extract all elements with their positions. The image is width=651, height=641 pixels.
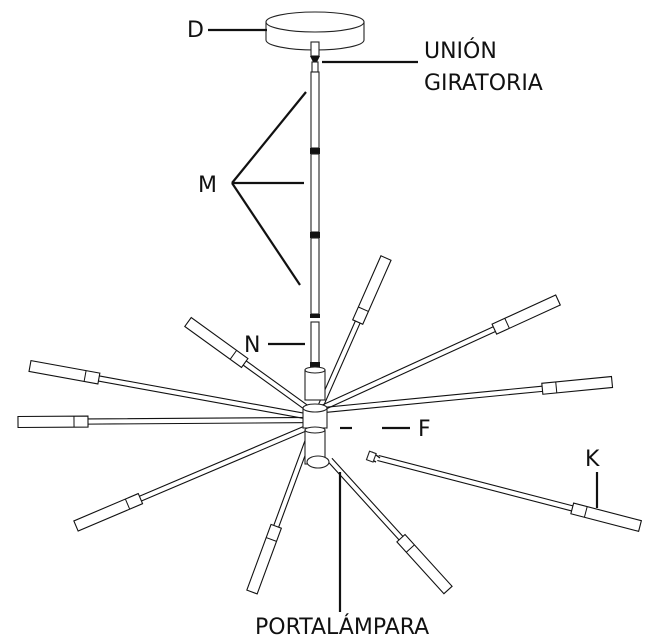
- lamp-head: [541, 375, 614, 395]
- lamp-collar: [504, 318, 510, 329]
- label-swivel-line1: UNIÓN: [424, 38, 497, 64]
- lamp-collar: [358, 306, 369, 312]
- lamp-arm: [320, 294, 562, 411]
- lamp-head: [351, 255, 392, 325]
- arm-tube: [139, 421, 318, 502]
- labels: D UNIÓN GIRATORIA M N F K PORTALÁMPARA: [187, 18, 600, 640]
- leader-lines: [208, 28, 599, 612]
- label-swivel-line2: GIRATORIA: [424, 71, 543, 96]
- lamp-head: [17, 415, 89, 429]
- arm-tube: [323, 385, 543, 414]
- lamp-collar: [555, 381, 558, 393]
- lamp-arm: [28, 359, 317, 422]
- lamp-arm: [377, 454, 643, 532]
- lamp-head: [570, 502, 643, 532]
- lamp-arm: [315, 255, 392, 414]
- swivel-joint: [310, 41, 320, 73]
- lamp-head: [73, 492, 144, 532]
- lamp-head: [28, 359, 101, 385]
- lamp-collar: [583, 506, 588, 518]
- label-f: F: [418, 417, 431, 442]
- label-m: M: [198, 173, 217, 198]
- arm-tube: [98, 375, 317, 422]
- central-hub: [302, 366, 330, 469]
- canopy: [265, 11, 365, 51]
- lamp-collar: [229, 350, 238, 360]
- lamp-arm: [327, 457, 453, 595]
- arm-tube: [377, 454, 574, 512]
- detached-arm-connector: [365, 450, 381, 463]
- lamp-arms: [17, 255, 643, 595]
- lamp-head: [396, 533, 453, 595]
- lamp-collar: [266, 537, 277, 542]
- lamp-collar: [124, 498, 131, 510]
- short-rod: [310, 321, 320, 367]
- label-k: K: [585, 447, 600, 472]
- lamp-head: [491, 294, 562, 335]
- lamp-arm: [323, 375, 614, 414]
- label-socket: PORTALÁMPARA: [255, 614, 429, 640]
- lamp-head: [246, 523, 283, 595]
- label-d: D: [187, 18, 204, 43]
- arm-tube: [320, 326, 496, 411]
- lamp-arm: [17, 415, 315, 429]
- lamp-head: [184, 316, 249, 369]
- label-n: N: [244, 333, 260, 358]
- lamp-collar: [405, 544, 415, 553]
- arm-tube: [87, 416, 315, 425]
- lamp-arm: [73, 421, 318, 532]
- lamp-arm: [246, 438, 311, 595]
- extension-rods: [310, 71, 320, 318]
- lamp-collar: [83, 370, 87, 382]
